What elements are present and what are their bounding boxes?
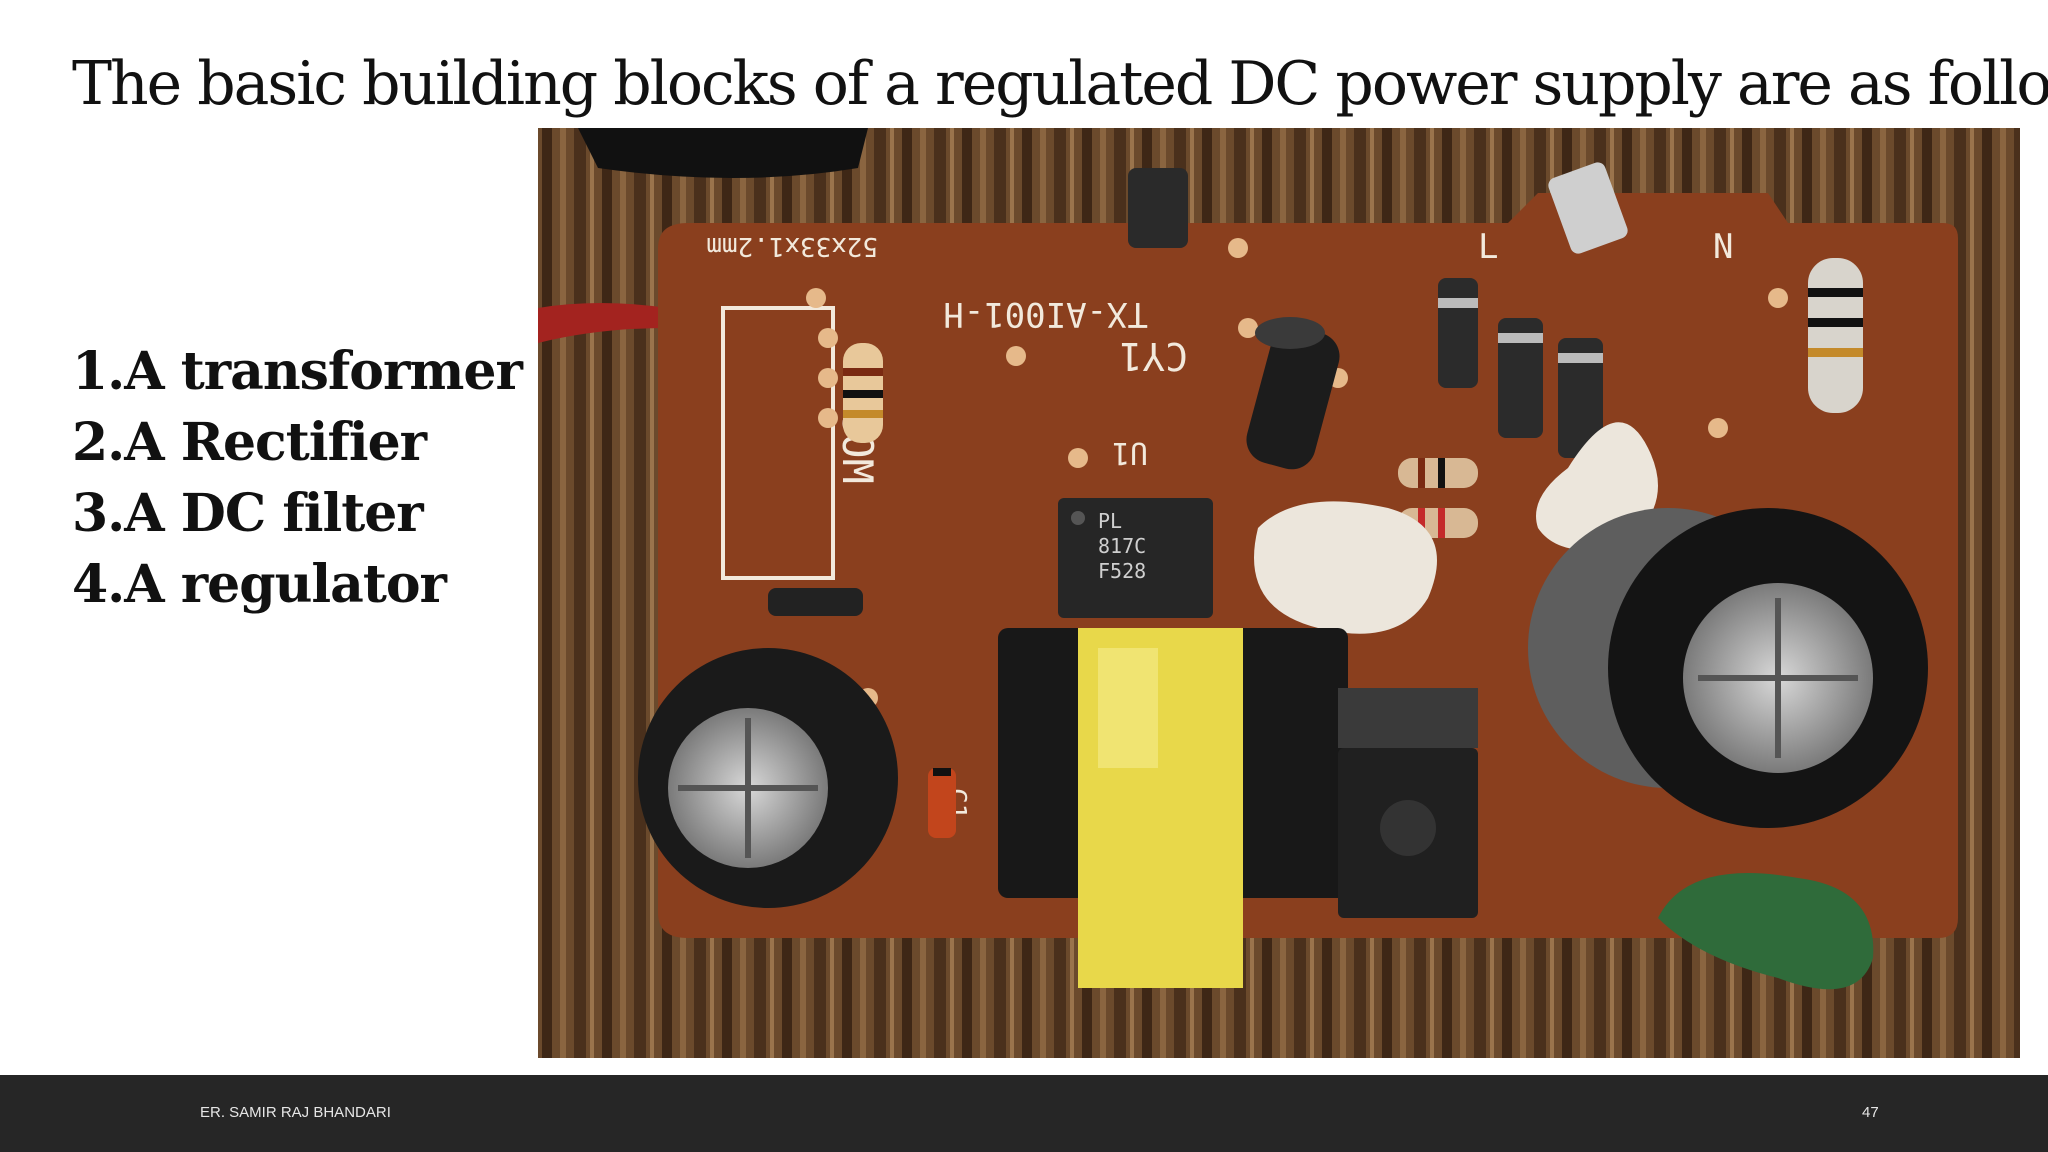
power-supply-board-photo: 52ⅹ33ⅹ1.2mm TX-AI001-H CY1 COM U1 N L C1 [538,128,2020,1058]
diodes [768,278,1603,838]
cy1-marking: CY1 [1119,334,1188,378]
resistor-small-1 [1398,458,1478,488]
board-model-marking: TX-AI001-H [943,294,1148,334]
transistor-top-right [1548,162,1628,254]
n-marking: N [1713,227,1733,267]
pcb-illustration: 52ⅹ33ⅹ1.2mm TX-AI001-H CY1 COM U1 N L C1 [538,128,2020,1058]
small-capacitor [1246,317,1340,470]
glue-blob [1254,501,1437,634]
slide-footer: ER. SAMIR RAJ BHANDARI 47 [0,1075,2048,1152]
com-outline [721,306,835,580]
filter-capacitor-left [638,648,898,908]
opto-line3: F528 [1098,559,1146,583]
transformer [998,628,1348,988]
opto-line2: 817C [1098,534,1146,558]
list-item: 3.A DC filter [72,483,424,544]
list-item: 2.A Rectifier [72,412,427,473]
page-number: 47 [1862,1104,1879,1121]
slide-title: The basic building blocks of a regulated… [72,49,2048,119]
resistor-left [843,343,883,443]
footer-author: ER. SAMIR RAJ BHANDARI [200,1104,391,1121]
top-cable [578,128,868,178]
film-capacitor [1658,873,1874,990]
l-marking: L [1478,227,1498,267]
optocoupler-ic: PL 817C F528 [1058,498,1213,618]
building-blocks-list: 1.A transformer 2.A Rectifier 3.A DC fil… [72,336,523,620]
voltage-regulator [1338,688,1478,918]
transistor-top [1128,168,1188,248]
u1-marking: U1 [1112,435,1148,470]
opto-line1: PL [1098,509,1122,533]
resistor-right [1808,258,1863,413]
list-item: 4.A regulator [72,554,447,615]
left-wires [538,303,668,343]
list-item: 1.A transformer [72,341,523,402]
board-size-marking: 52ⅹ33ⅹ1.2mm [706,231,878,261]
filter-capacitor-right [1528,508,1928,828]
